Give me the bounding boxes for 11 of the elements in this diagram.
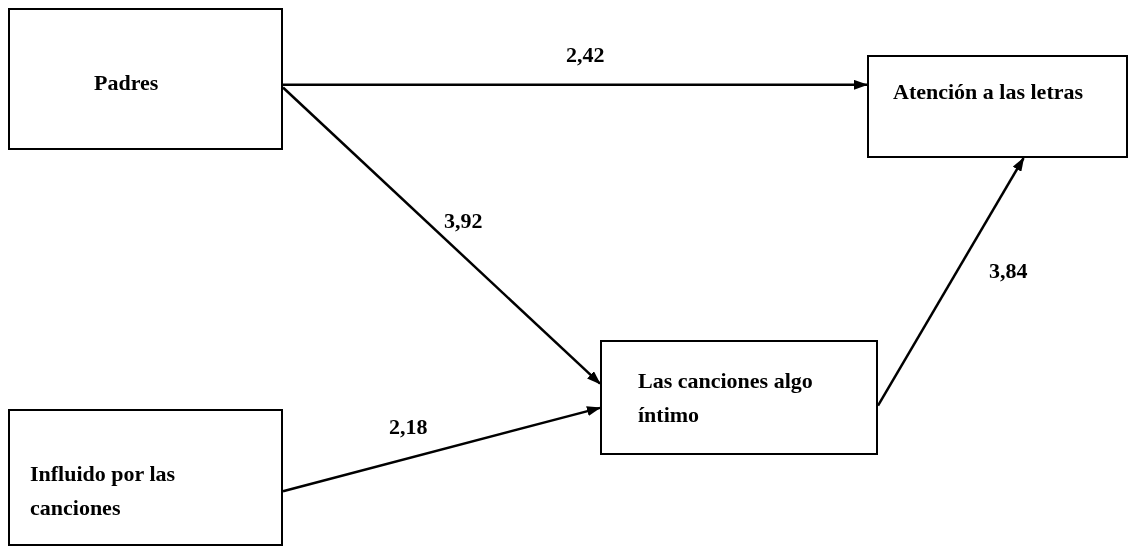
box-label: Influido por las canciones [30,460,177,522]
arrow [282,86,601,385]
box-label: Atención a las letras [893,78,1085,106]
arrow [283,79,868,90]
box [867,55,1128,158]
box [8,8,283,150]
box [600,340,878,455]
box [8,409,283,546]
box-label: Padres [94,69,160,97]
arrow [282,406,601,493]
box-label: Las canciones algo íntimo [638,367,814,429]
